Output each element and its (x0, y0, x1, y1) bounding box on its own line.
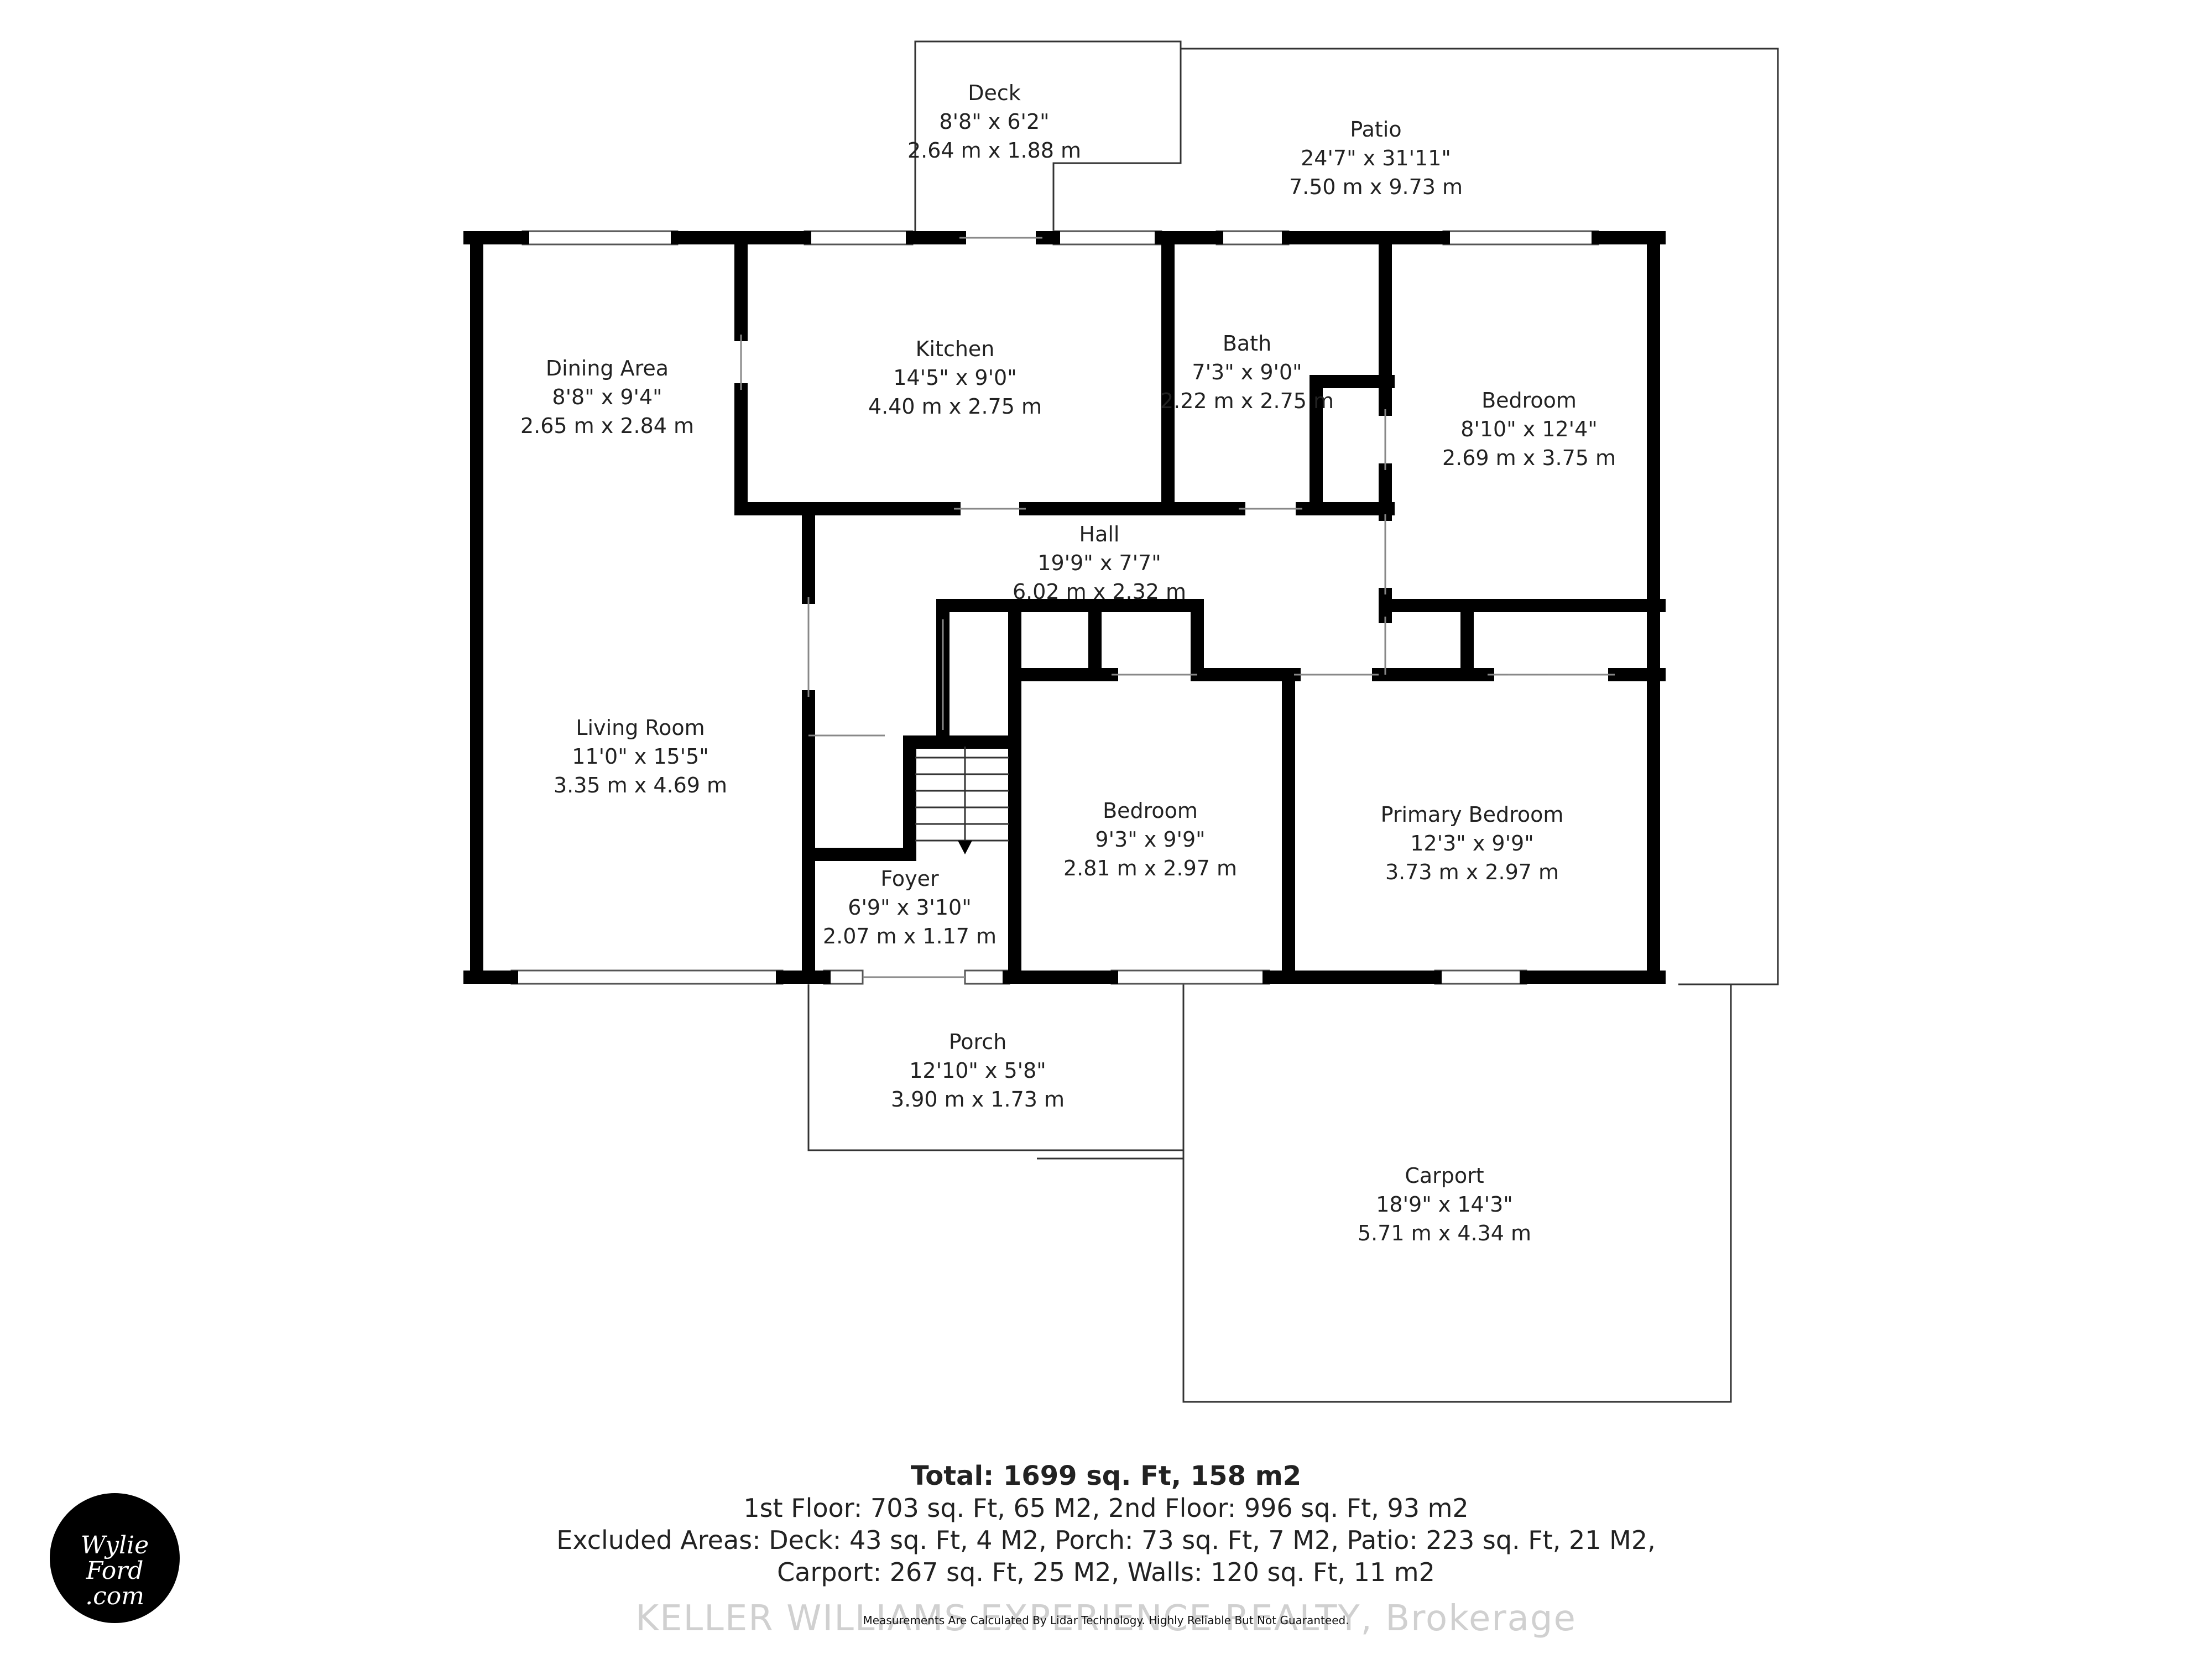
room-label-kitchen: Kitchen 14'5" x 9'0" 4.40 m x 2.75 m (868, 335, 1042, 421)
room-size-metric: 2.22 m x 2.75 m (1160, 389, 1334, 413)
excluded-areas-1: Excluded Areas: Deck: 43 sq. Ft, 4 M2, P… (556, 1525, 1656, 1555)
window (1052, 230, 1162, 246)
room-size-imperial: 8'8" x 6'2" (939, 109, 1050, 134)
room-name: Porch (948, 1030, 1007, 1054)
room-size-metric: 2.69 m x 3.75 m (1442, 446, 1616, 470)
room-name: Patio (1350, 117, 1402, 142)
room-label-carport: Carport 18'9" x 14'3" 5.71 m x 4.34 m (1358, 1161, 1531, 1248)
room-name: Dining Area (545, 356, 669, 380)
room-label-foyer: Foyer 6'9" x 3'10" 2.07 m x 1.17 m (823, 864, 997, 951)
room-label-dining: Dining Area 8'8" x 9'4" 2.65 m x 2.84 m (520, 354, 694, 440)
room-size-metric: 3.73 m x 2.97 m (1385, 860, 1559, 884)
patio-outline (1181, 48, 1779, 985)
room-size-imperial: 8'8" x 9'4" (552, 385, 662, 409)
room-label-bath: Bath 7'3" x 9'0" 2.22 m x 2.75 m (1160, 329, 1334, 415)
room-name: Primary Bedroom (1380, 802, 1564, 827)
room-label-living: Living Room 11'0" x 15'5" 3.35 m x 4.69 … (554, 713, 727, 800)
room-label-deck: Deck 8'8" x 6'2" 2.64 m x 1.88 m (907, 79, 1081, 165)
area-summary: Total: 1699 sq. Ft, 158 m2 1st Floor: 70… (556, 1460, 1655, 1588)
room-size-imperial: 12'10" x 5'8" (909, 1058, 1046, 1083)
window (804, 230, 914, 246)
room-name: Bedroom (1481, 388, 1577, 413)
room-size-metric: 2.65 m x 2.84 m (520, 414, 695, 438)
room-name: Kitchen (915, 337, 995, 361)
room-label-patio: Patio 24'7" x 31'11" 7.50 m x 9.73 m (1289, 115, 1463, 201)
room-size-imperial: 14'5" x 9'0" (893, 366, 1017, 390)
deck-outline (914, 40, 1182, 232)
room-label-bedroom-s: Bedroom 9'3" x 9'9" 2.81 m x 2.97 m (1063, 796, 1237, 883)
room-name: Deck (968, 81, 1021, 105)
room-name: Foyer (880, 867, 939, 891)
room-size-metric: 2.64 m x 1.88 m (907, 138, 1082, 163)
room-size-metric: 2.81 m x 2.97 m (1063, 856, 1238, 880)
room-size-imperial: 12'3" x 9'9" (1410, 831, 1534, 855)
room-name: Bath (1222, 331, 1272, 356)
logo-text: Wylie Ford .com (80, 1531, 149, 1610)
room-size-imperial: 11'0" x 15'5" (572, 744, 709, 769)
room-label-primary: Primary Bedroom 12'3" x 9'9" 3.73 m x 2.… (1381, 800, 1564, 886)
carport-outline (1182, 984, 1732, 1403)
room-size-metric: 3.90 m x 1.73 m (890, 1087, 1065, 1112)
window (1434, 969, 1527, 985)
floor-areas: 1st Floor: 703 sq. Ft, 65 M2, 2nd Floor:… (743, 1493, 1469, 1523)
window (521, 230, 679, 246)
measurement-disclaimer: Measurements Are Calculated By Lidar Tec… (863, 1614, 1349, 1627)
room-size-metric: 3.35 m x 4.69 m (553, 773, 728, 797)
room-name: Carport (1405, 1164, 1484, 1188)
room-size-metric: 7.50 m x 9.73 m (1288, 175, 1463, 199)
window (1110, 969, 1270, 985)
room-size-imperial: 19'9" x 7'7" (1037, 551, 1161, 575)
room-name: Bedroom (1103, 799, 1198, 823)
room-size-metric: 2.07 m x 1.17 m (822, 924, 997, 948)
room-label-porch: Porch 12'10" x 5'8" 3.90 m x 1.73 m (891, 1027, 1065, 1114)
wylie-ford-logo-icon: Wylie Ford .com (50, 1493, 180, 1623)
room-label-hall: Hall 19'9" x 7'7" 6.02 m x 2.32 m (1013, 520, 1186, 606)
brokerage-watermark: KELLER WILLIAMS EXPERIENCE REALTY, Broke… (635, 1598, 1577, 1639)
excluded-areas-2: Carport: 267 sq. Ft, 25 M2, Walls: 120 s… (777, 1557, 1435, 1587)
room-size-metric: 6.02 m x 2.32 m (1012, 580, 1187, 604)
room-size-metric: 4.40 m x 2.75 m (868, 394, 1042, 419)
room-size-imperial: 8'10" x 12'4" (1460, 417, 1598, 441)
room-size-metric: 5.71 m x 4.34 m (1357, 1221, 1532, 1245)
room-size-imperial: 24'7" x 31'11" (1301, 146, 1451, 170)
room-size-imperial: 9'3" x 9'9" (1095, 827, 1206, 852)
room-size-imperial: 7'3" x 9'0" (1192, 360, 1302, 384)
room-size-imperial: 18'9" x 14'3" (1376, 1192, 1513, 1217)
window (510, 969, 784, 985)
room-size-imperial: 6'9" x 3'10" (848, 895, 972, 920)
window (1442, 230, 1599, 246)
window (1215, 230, 1290, 246)
stairs (915, 747, 1009, 849)
total-area: Total: 1699 sq. Ft, 158 m2 (910, 1460, 1302, 1491)
stairs-arrow-icon (958, 841, 972, 854)
room-name: Hall (1079, 522, 1120, 546)
room-name: Living Room (576, 716, 705, 740)
room-label-bedroom-ne: Bedroom 8'10" x 12'4" 2.69 m x 3.75 m (1442, 386, 1616, 472)
